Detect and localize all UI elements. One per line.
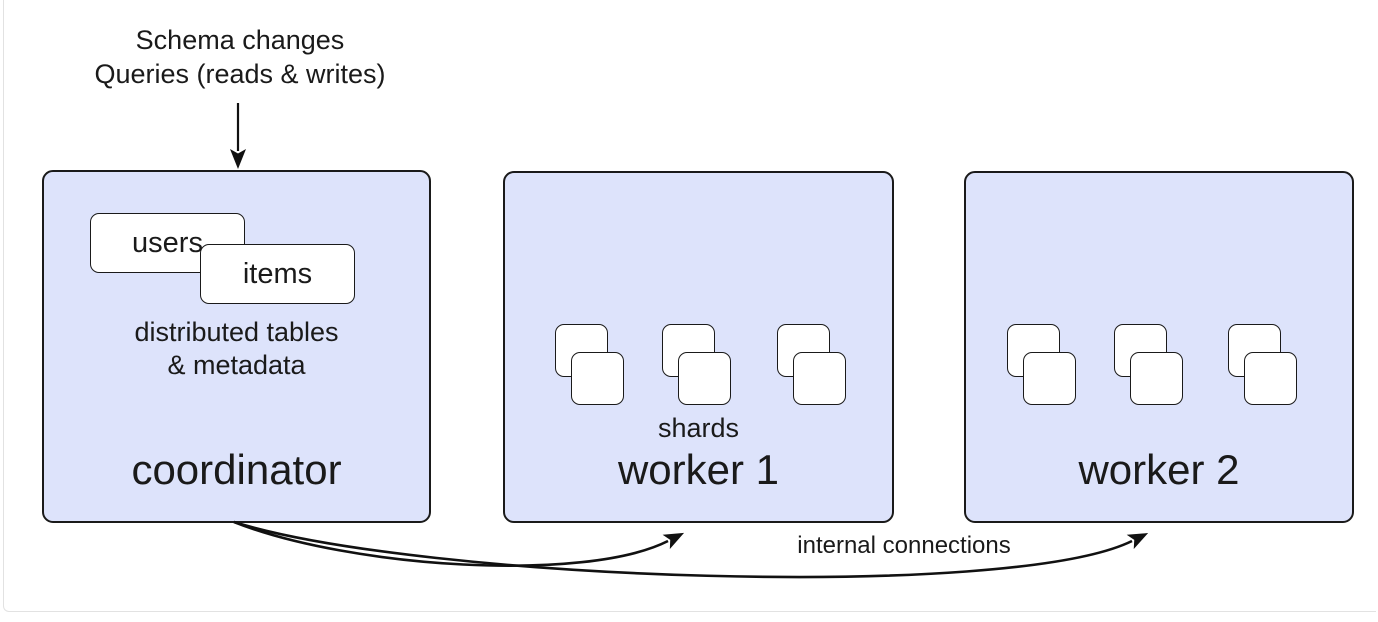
- worker1-shard-group-3: [777, 324, 847, 406]
- users-table-label: users: [132, 226, 203, 259]
- shard-icon: [571, 352, 624, 405]
- items-table-label: items: [242, 257, 313, 290]
- ingress-label-line1: Schema changes: [135, 25, 345, 55]
- worker1-node: shards worker 1: [503, 171, 894, 523]
- ingress-label: Schema changes Queries (reads & writes): [40, 23, 440, 91]
- coordinator-caption: distributed tables & metadata: [44, 316, 429, 382]
- worker1-title: worker 1: [617, 445, 780, 493]
- users-table-box: users: [90, 213, 245, 273]
- shard-icon: [1130, 352, 1183, 405]
- worker2-shard-group-3: [1228, 324, 1298, 406]
- coordinator-caption-line2: & metadata: [167, 350, 306, 380]
- worker2-shard-group-2: [1114, 324, 1184, 406]
- worker1-shard-group-1: [555, 324, 625, 406]
- shards-label: shards: [657, 413, 740, 443]
- worker2-shard-group-1: [1007, 324, 1077, 406]
- worker1-shard-group-2: [662, 324, 732, 406]
- coordinator-node: users items distributed tables & metadat…: [42, 170, 431, 523]
- connection-arrow-worker1: [233, 520, 685, 568]
- shard-icon: [1023, 352, 1076, 405]
- items-table-box: items: [200, 244, 355, 304]
- shard-icon: [793, 352, 846, 405]
- ingress-label-line2: Queries (reads & writes): [94, 59, 386, 89]
- shard-icon: [678, 352, 731, 405]
- coordinator-title: coordinator: [131, 445, 342, 493]
- worker2-node: worker 2: [964, 171, 1354, 523]
- worker2-title: worker 2: [1078, 445, 1240, 493]
- coordinator-caption-line1: distributed tables: [134, 317, 339, 347]
- shard-icon: [1244, 352, 1297, 405]
- internal-connections-label: internal connections: [797, 532, 1011, 559]
